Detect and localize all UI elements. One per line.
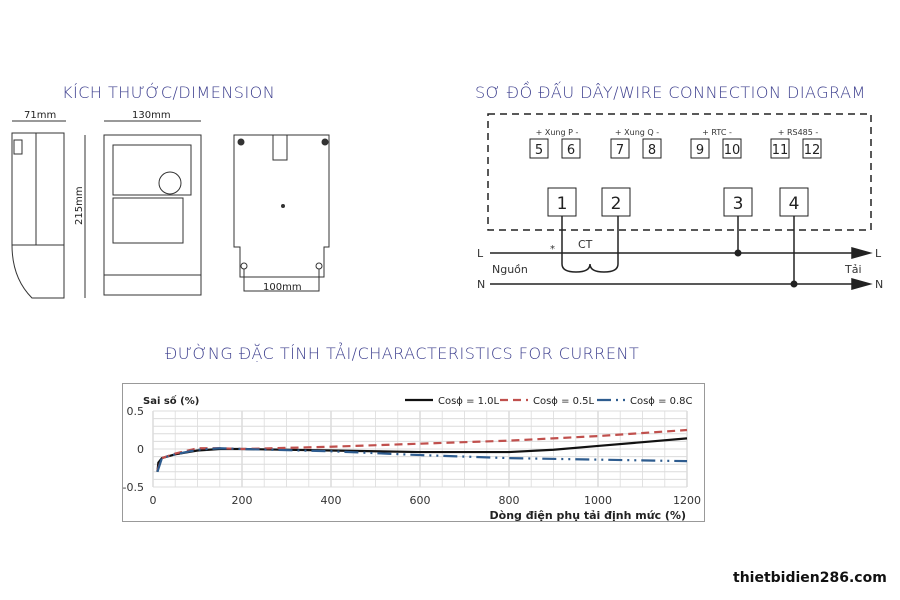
y-tick-label: 0 [137, 443, 144, 456]
legend-label: Cosϕ = 0.5L [533, 396, 595, 407]
dimension-title: KÍCH THƯỚC/DIMENSION [62, 83, 276, 102]
terminal-number: 10 [724, 143, 741, 158]
group-xung-q: + Xung Q - [615, 128, 659, 137]
x-tick-label: 600 [410, 494, 431, 507]
chart-frame [122, 383, 705, 522]
ct-label: CT [578, 238, 593, 251]
terminal-number: 8 [648, 143, 656, 158]
legend-label: Cosϕ = 1.0L [438, 396, 500, 407]
terminal-box [770, 138, 790, 159]
x-tick-label: 0 [150, 494, 157, 507]
mount-label: 100mm [263, 282, 302, 293]
terminal-number: 9 [696, 143, 704, 158]
side-view [11, 120, 66, 299]
terminal-box [610, 138, 630, 159]
x-tick-label: 400 [321, 494, 342, 507]
x-tick-label: 200 [232, 494, 253, 507]
x-tick-label: 800 [499, 494, 520, 507]
legend-label: Cosϕ = 0.8C [630, 396, 693, 407]
terminal-box [802, 138, 822, 159]
terminal-box [642, 138, 662, 159]
y-axis-label: Sai số (%) [143, 394, 199, 407]
y-tick-label: -0.5 [123, 481, 144, 494]
series-line [156, 428, 688, 471]
group-xung-p: + Xung P - [536, 128, 579, 137]
load-label: Tải [844, 263, 862, 276]
wiring-title: SƠ ĐỒ ĐẤU DÂY/WIRE CONNECTION DIAGRAM [475, 83, 866, 102]
main-terminal-box [601, 187, 631, 217]
terminal-box [561, 138, 581, 159]
group-rtc: + RTC - [702, 128, 732, 137]
terminal-number: 6 [567, 143, 575, 158]
back-view [233, 134, 330, 292]
front-view [84, 120, 202, 298]
terminal-box [529, 138, 549, 159]
polarity-star: * [550, 244, 555, 255]
terminal-number: 7 [616, 143, 624, 158]
main-terminal-number: 2 [611, 194, 622, 214]
terminal-box [690, 138, 710, 159]
height-label: 215mm [74, 186, 85, 225]
line-n-out: N [875, 278, 883, 291]
site-name: thietbidien286.com [733, 570, 887, 586]
source-label: Nguồn [492, 263, 528, 276]
x-tick-label: 1200 [673, 494, 701, 507]
main-terminal-box [723, 187, 753, 217]
x-tick-label: 1000 [584, 494, 612, 507]
line-n-in: N [477, 278, 485, 291]
width-label: 130mm [132, 110, 171, 121]
line-l-out: L [875, 247, 882, 260]
depth-label: 71mm [24, 110, 56, 121]
main-terminal-number: 4 [789, 194, 800, 214]
terminal-number: 12 [804, 143, 821, 158]
group-rs485: + RS485 - [778, 128, 819, 137]
x-axis-label: Dòng điện phụ tải định mức (%) [490, 509, 687, 522]
main-terminal-number: 3 [733, 194, 744, 214]
main-terminal-number: 1 [557, 194, 568, 214]
main-terminal-box [779, 187, 809, 217]
chart-title: ĐƯỜNG ĐẶC TÍNH TẢI/CHARACTERISTICS FOR C… [165, 344, 640, 363]
terminal-number: 11 [772, 143, 789, 158]
terminal-number: 5 [535, 143, 543, 158]
terminal-box [722, 138, 742, 159]
y-tick-label: 0.5 [127, 405, 145, 418]
line-l-in: L [477, 247, 484, 260]
